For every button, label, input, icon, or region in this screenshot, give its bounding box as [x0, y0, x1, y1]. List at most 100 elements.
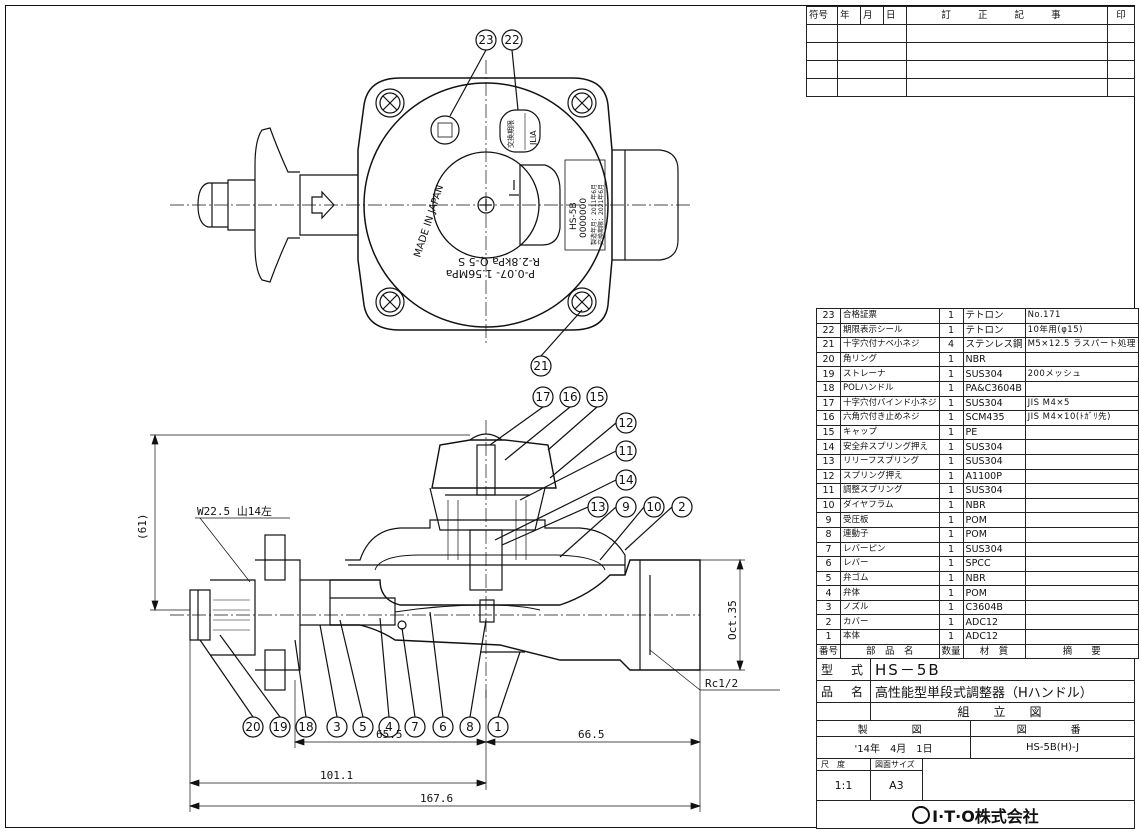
seal-label: 交換期限 — [506, 120, 515, 148]
parts-cell-no: 14 — [815, 439, 842, 455]
parts-cell-material: NBR — [962, 351, 1026, 368]
parts-cell-no: 6 — [815, 556, 842, 572]
revision-table: 符号 年 月 日 訂 正 記 事 印 — [806, 6, 1135, 97]
parts-cell-note — [1024, 599, 1139, 616]
parts-cell-qty: 1 — [938, 556, 964, 572]
parts-cell-no: 16 — [815, 410, 842, 426]
parts-cell-no: 5 — [815, 570, 842, 587]
parts-cell-name: 安全弁スプリング押え — [840, 439, 940, 455]
parts-cell-qty: 1 — [938, 468, 964, 485]
parts-cell-material: NBR — [962, 497, 1026, 514]
parts-cell-note: No.171 — [1024, 308, 1139, 324]
parts-cell-qty: 1 — [938, 380, 964, 397]
parts-cell-qty: 1 — [938, 439, 964, 455]
bubble-4: 4 — [385, 720, 393, 734]
parts-cell-note — [1024, 424, 1139, 441]
dimensions — [150, 433, 780, 812]
parts-cell-qty: 1 — [938, 351, 964, 368]
bubble-7: 7 — [411, 720, 419, 734]
dim-rc: Rc1/2 — [705, 677, 738, 690]
product-label: 品 名 — [815, 680, 872, 703]
parts-cell-no: 2 — [815, 614, 842, 631]
parts-cell-qty: 1 — [938, 614, 964, 631]
bubble-21: 21 — [533, 359, 548, 373]
svg-text:MADE IN JAPAN: MADE IN JAPAN — [412, 184, 446, 259]
parts-cell-name: カバー — [840, 614, 940, 631]
svg-text:P-0.07- 1.56MPa: P-0.07- 1.56MPa — [446, 267, 535, 280]
parts-cell-name: 連動子 — [840, 526, 940, 543]
parts-cell-name: キャップ — [840, 424, 940, 441]
parts-header-qty: 数量 — [938, 643, 964, 660]
parts-header-name: 部 品 名 — [840, 643, 940, 660]
parts-cell-note — [1024, 497, 1139, 514]
parts-cell-qty: 1 — [938, 483, 964, 499]
size-label: 図面サイズ — [870, 758, 923, 771]
parts-cell-material: POM — [962, 512, 1026, 528]
revision-row — [806, 60, 1135, 79]
plan-view — [170, 60, 690, 345]
parts-cell-material: SUS304 — [962, 483, 1026, 499]
parts-cell-qty: 1 — [938, 526, 964, 543]
parts-cell-note — [1024, 468, 1139, 485]
bubble-10: 10 — [646, 500, 661, 514]
parts-cell-no: 8 — [815, 526, 842, 543]
parts-cell-note — [1024, 526, 1139, 543]
svg-text:HS-5B: HS-5B — [569, 202, 579, 230]
parts-cell-name: 十字穴付バインド小ネジ — [840, 395, 940, 412]
screw-icon — [567, 287, 597, 317]
scale-value: 1:1 — [815, 770, 872, 801]
bubble-19: 19 — [272, 720, 287, 734]
parts-cell-name: 六角穴付き止めネジ — [840, 410, 940, 426]
bubble-15: 15 — [589, 390, 604, 404]
parts-cell-qty: 1 — [938, 308, 964, 324]
bubble-18: 18 — [298, 720, 313, 734]
parts-cell-name: スプリング押え — [840, 468, 940, 485]
dim-61: (61) — [136, 514, 149, 541]
parts-cell-no: 19 — [815, 366, 842, 382]
bubble-13: 13 — [590, 500, 605, 514]
parts-cell-note — [1024, 512, 1139, 528]
drawing-no: HS-5B(H)-J — [970, 736, 1135, 759]
bubble-17: 17 — [535, 390, 550, 404]
parts-header-material: 材 質 — [962, 643, 1026, 660]
section-bubbles-bottom — [199, 611, 521, 738]
parts-cell-no: 11 — [815, 483, 842, 499]
parts-cell-qty: 1 — [938, 395, 964, 412]
svg-text:製造年月：2011年6月: 製造年月：2011年6月 — [590, 184, 598, 245]
parts-cell-no: 20 — [815, 351, 842, 368]
parts-cell-material: SPCC — [962, 556, 1026, 572]
parts-cell-name: ダイヤフラム — [840, 497, 940, 514]
made-label: 製 図 — [815, 720, 972, 737]
parts-cell-material: POM — [962, 526, 1026, 543]
parts-cell-qty: 1 — [938, 322, 964, 339]
parts-cell-qty: 1 — [938, 585, 964, 601]
date-label-2: 交換期限：2021年6月 — [597, 184, 605, 245]
parts-cell-note: 200メッシュ — [1024, 366, 1139, 382]
parts-cell-material: SUS304 — [962, 453, 1026, 470]
drawing-kind: 組 立 図 — [870, 702, 1135, 721]
parts-cell-qty: 1 — [938, 599, 964, 616]
parts-cell-material: ADC12 — [962, 614, 1026, 631]
screw-icon — [375, 88, 405, 118]
parts-cell-note: M5×12.5 ラスパート処理 — [1024, 337, 1139, 353]
parts-cell-note — [1024, 585, 1139, 601]
svg-text:0000000: 0000000 — [579, 198, 589, 238]
parts-cell-material: ADC12 — [962, 629, 1026, 645]
dim-167-6: 167.6 — [420, 792, 453, 805]
screw-icon — [375, 287, 405, 317]
parts-cell-material: SCM435 — [962, 410, 1026, 426]
bubble-11: 11 — [618, 444, 633, 458]
parts-cell-note — [1024, 541, 1139, 558]
title-block: 型 式 HS－5B 品 名 高性能型単段式調整器（Hハンドル） 組 立 図 製 … — [815, 658, 1136, 829]
parts-cell-name: レバー — [840, 556, 940, 572]
dim-thread: W22.5 山14左 — [197, 505, 272, 518]
parts-cell-no: 1 — [815, 629, 842, 645]
